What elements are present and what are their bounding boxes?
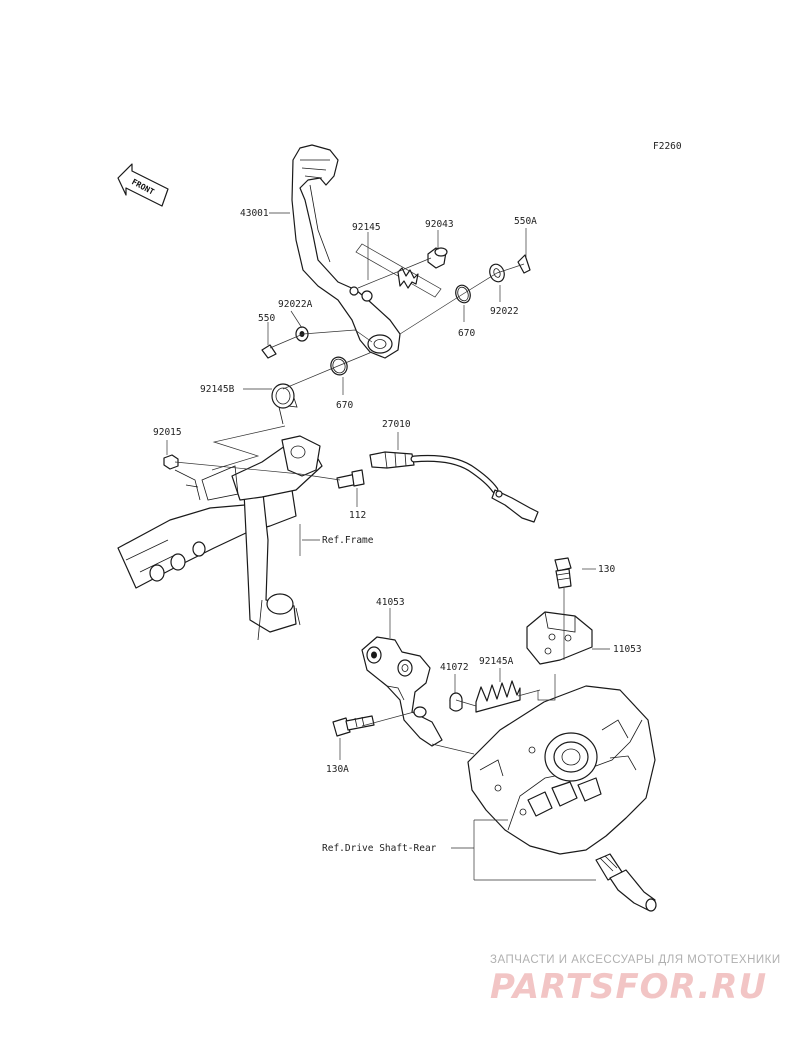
drive-shaft — [595, 853, 657, 912]
bolt-130 — [554, 557, 572, 589]
drive-housing — [467, 685, 656, 855]
label-11053: 11053 — [613, 644, 642, 655]
part-labels: 43001 92145 92043 550A 92022A 92022 550 … — [153, 208, 642, 854]
label-92015: 92015 — [153, 427, 182, 438]
label-112: 112 — [349, 510, 366, 521]
label-92145a: 92145A — [479, 656, 514, 667]
spring-92145 — [355, 243, 442, 298]
ref-frame-label: Ref.Frame — [322, 535, 374, 546]
label-41053: 41053 — [376, 597, 405, 608]
return-spring-92145b — [271, 383, 298, 425]
ref-drive-shaft-label: Ref.Drive Shaft-Rear — [322, 843, 437, 854]
pin-92043 — [427, 247, 448, 269]
washer-92022a — [295, 326, 309, 342]
leader-lines — [166, 212, 610, 881]
label-41072: 41072 — [440, 662, 469, 673]
label-27010: 27010 — [382, 419, 411, 430]
label-43001: 43001 — [240, 208, 269, 219]
label-92022a: 92022A — [278, 299, 313, 310]
label-550a: 550A — [514, 216, 537, 227]
label-92022: 92022 — [490, 306, 519, 317]
label-92043: 92043 — [425, 219, 454, 230]
label-92145: 92145 — [352, 222, 381, 233]
brake-switch-27010 — [369, 451, 539, 523]
label-670-upper: 670 — [458, 328, 475, 339]
front-arrow-icon: FRONT — [117, 163, 169, 207]
watermark-top-text: ЗАПЧАСТИ И АКСЕССУАРЫ ДЛЯ МОТОТЕХНИКИ — [490, 954, 781, 966]
label-550: 550 — [258, 313, 275, 324]
watermark: ЗАПЧАСТИ И АКСЕССУАРЫ ДЛЯ МОТОТЕХНИКИ PA… — [490, 954, 781, 1007]
collar-41072 — [449, 692, 463, 712]
label-92145b: 92145B — [200, 384, 235, 395]
bolt-130a — [332, 715, 375, 737]
label-670-lower: 670 — [336, 400, 353, 411]
watermark-logo: PARTSFOR.RU — [490, 967, 767, 1007]
label-130: 130 — [598, 564, 615, 575]
spring-92145a — [475, 680, 521, 713]
label-130a: 130A — [326, 764, 349, 775]
frame — [117, 435, 323, 641]
nut-92015 — [163, 454, 179, 470]
figure-code: F2260 — [653, 141, 682, 152]
brake-pedal-43001 — [291, 144, 401, 359]
bracket-11053 — [526, 611, 593, 665]
cotter-pin-550 — [261, 344, 277, 359]
o-ring-670-lower — [330, 356, 348, 376]
brake-arm-41053 — [361, 636, 443, 747]
bolt-112 — [336, 469, 365, 489]
